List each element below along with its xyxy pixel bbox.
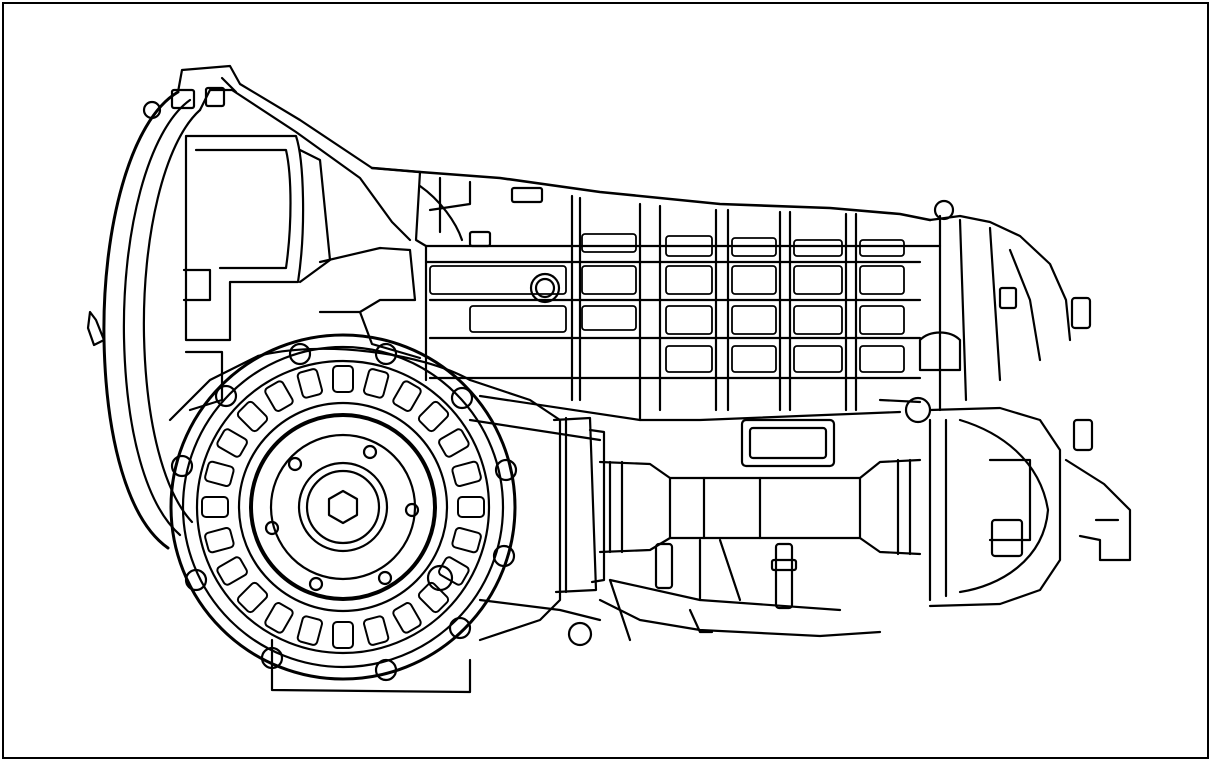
inspection-cover bbox=[742, 420, 834, 466]
lower-details bbox=[569, 540, 796, 645]
flange-bolts bbox=[172, 344, 516, 680]
hex-nut-icon bbox=[329, 491, 357, 523]
case-rib-grid bbox=[430, 234, 904, 372]
propeller-shaft bbox=[554, 418, 920, 592]
main-case bbox=[372, 168, 940, 636]
drain-plug-icon bbox=[531, 274, 559, 302]
cooling-slots bbox=[202, 366, 484, 648]
front-differential bbox=[171, 335, 600, 692]
rear-extension bbox=[880, 201, 1130, 606]
bell-housing bbox=[88, 66, 420, 548]
